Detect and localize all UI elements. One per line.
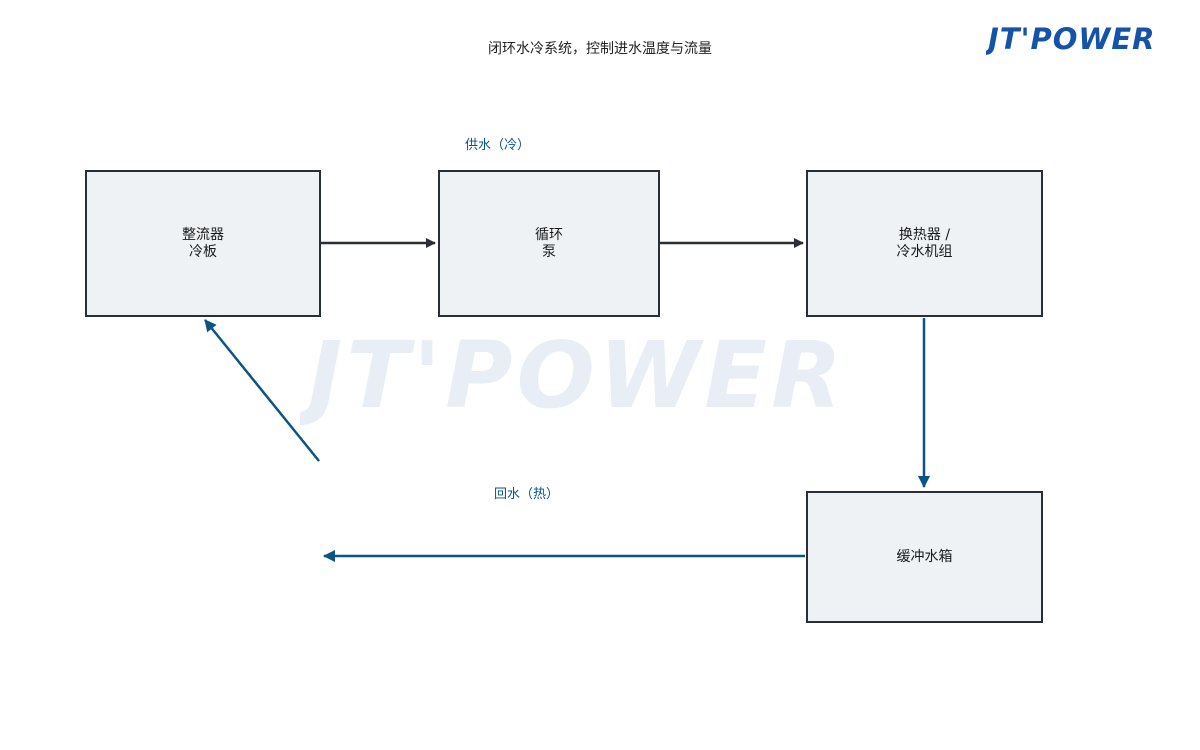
arrow-return-to-cold-plate <box>204 319 320 462</box>
brand-logo-text: JT'POWER <box>986 22 1156 56</box>
node-buffer-tank: 缓冲水箱 <box>806 491 1043 623</box>
node-cold-plate: 整流器 冷板 <box>85 170 321 317</box>
diagram-title: 闭环水冷系统，控制进水温度与流量 <box>488 41 712 57</box>
brand-logo: JT'POWER <box>986 22 1156 56</box>
label-return-hot: 回水（热） <box>494 487 560 502</box>
node-pump: 循环 泵 <box>438 170 660 317</box>
node-chiller-line1: 换热器 / <box>898 226 951 243</box>
node-chiller-line2: 冷水机组 <box>896 243 953 260</box>
node-chiller: 换热器 / 冷水机组 <box>806 170 1043 317</box>
node-cold-plate-line2: 冷板 <box>189 243 217 260</box>
node-pump-line2: 泵 <box>542 243 556 260</box>
node-pump-line1: 循环 <box>535 226 563 243</box>
node-cold-plate-line1: 整流器 <box>182 226 224 243</box>
node-buffer-tank-line1: 缓冲水箱 <box>896 548 953 565</box>
label-supply-cold: 供水（冷） <box>465 138 531 153</box>
